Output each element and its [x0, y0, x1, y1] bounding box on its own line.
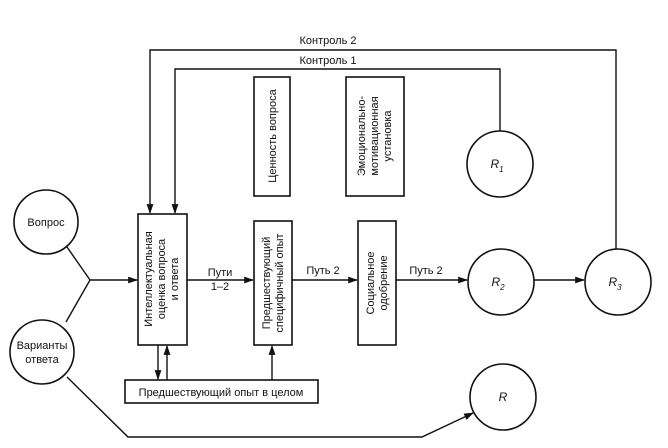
social-approval-line2: одобрение [378, 255, 390, 310]
node-question-value: Ценность вопроса [253, 76, 291, 197]
answer-options-to-r-arrow [66, 376, 474, 438]
answer-options-label-line1: Варианты [17, 340, 68, 352]
node-specific-experience: Предшествующий специфичный опыт [253, 220, 293, 346]
question-connector [66, 246, 91, 281]
node-r1: R1 [466, 130, 534, 198]
social-approval-line1: Социальное [365, 251, 377, 314]
answer-options-label-line2: ответа [25, 354, 59, 366]
node-r3: R3 [584, 248, 652, 316]
general-experience-label: Предшествующий опыт в целом [139, 387, 304, 399]
emotional-motivation-line3: установка [382, 110, 394, 162]
emotional-motivation-line2: мотивационная [369, 96, 381, 175]
node-r2: R2 [467, 248, 535, 316]
paths12-label-line1: Пути [208, 267, 233, 279]
node-question: Вопрос [13, 189, 79, 255]
control1-label: Контроль 1 [300, 55, 357, 67]
node-social-approval: Социальное одобрение [357, 220, 397, 346]
node-answer-options: Варианты ответа [9, 319, 75, 385]
intellectual-eval-line3: и ответа [169, 257, 181, 301]
intellectual-eval-line2: оценка вопроса [156, 238, 168, 319]
node-r: R [469, 363, 537, 431]
question-label: Вопрос [27, 217, 65, 229]
control2-loop [146, 49, 617, 249]
node-general-experience: Предшествующий опыт в целом [124, 379, 319, 404]
question-value-line1: Ценность вопроса [267, 88, 279, 182]
paths12-label-line2: 1–2 [211, 281, 229, 293]
control1-loop [171, 68, 501, 214]
specific-experience-line1: Предшествующий [261, 237, 273, 330]
r2-label: R2 [491, 275, 505, 292]
r3-label: R3 [608, 275, 622, 292]
answer-options-connector [65, 279, 91, 323]
node-emotional-motivation: Эмоционально- мотивационная установка [345, 76, 405, 197]
control2-label: Контроль 2 [300, 35, 357, 47]
specific-experience-line2: специфичный опыт [274, 233, 286, 332]
path2-label-b: Путь 2 [409, 265, 442, 277]
path2-label-a: Путь 2 [306, 265, 339, 277]
r-label: R [499, 390, 508, 404]
intellectual-eval-line1: Интеллектуальная [143, 231, 155, 327]
emotional-motivation-line1: Эмоционально- [356, 96, 368, 177]
r1-label: R1 [490, 157, 503, 174]
node-intellectual-eval: Интеллектуальная оценка вопроса и ответа [137, 213, 188, 346]
